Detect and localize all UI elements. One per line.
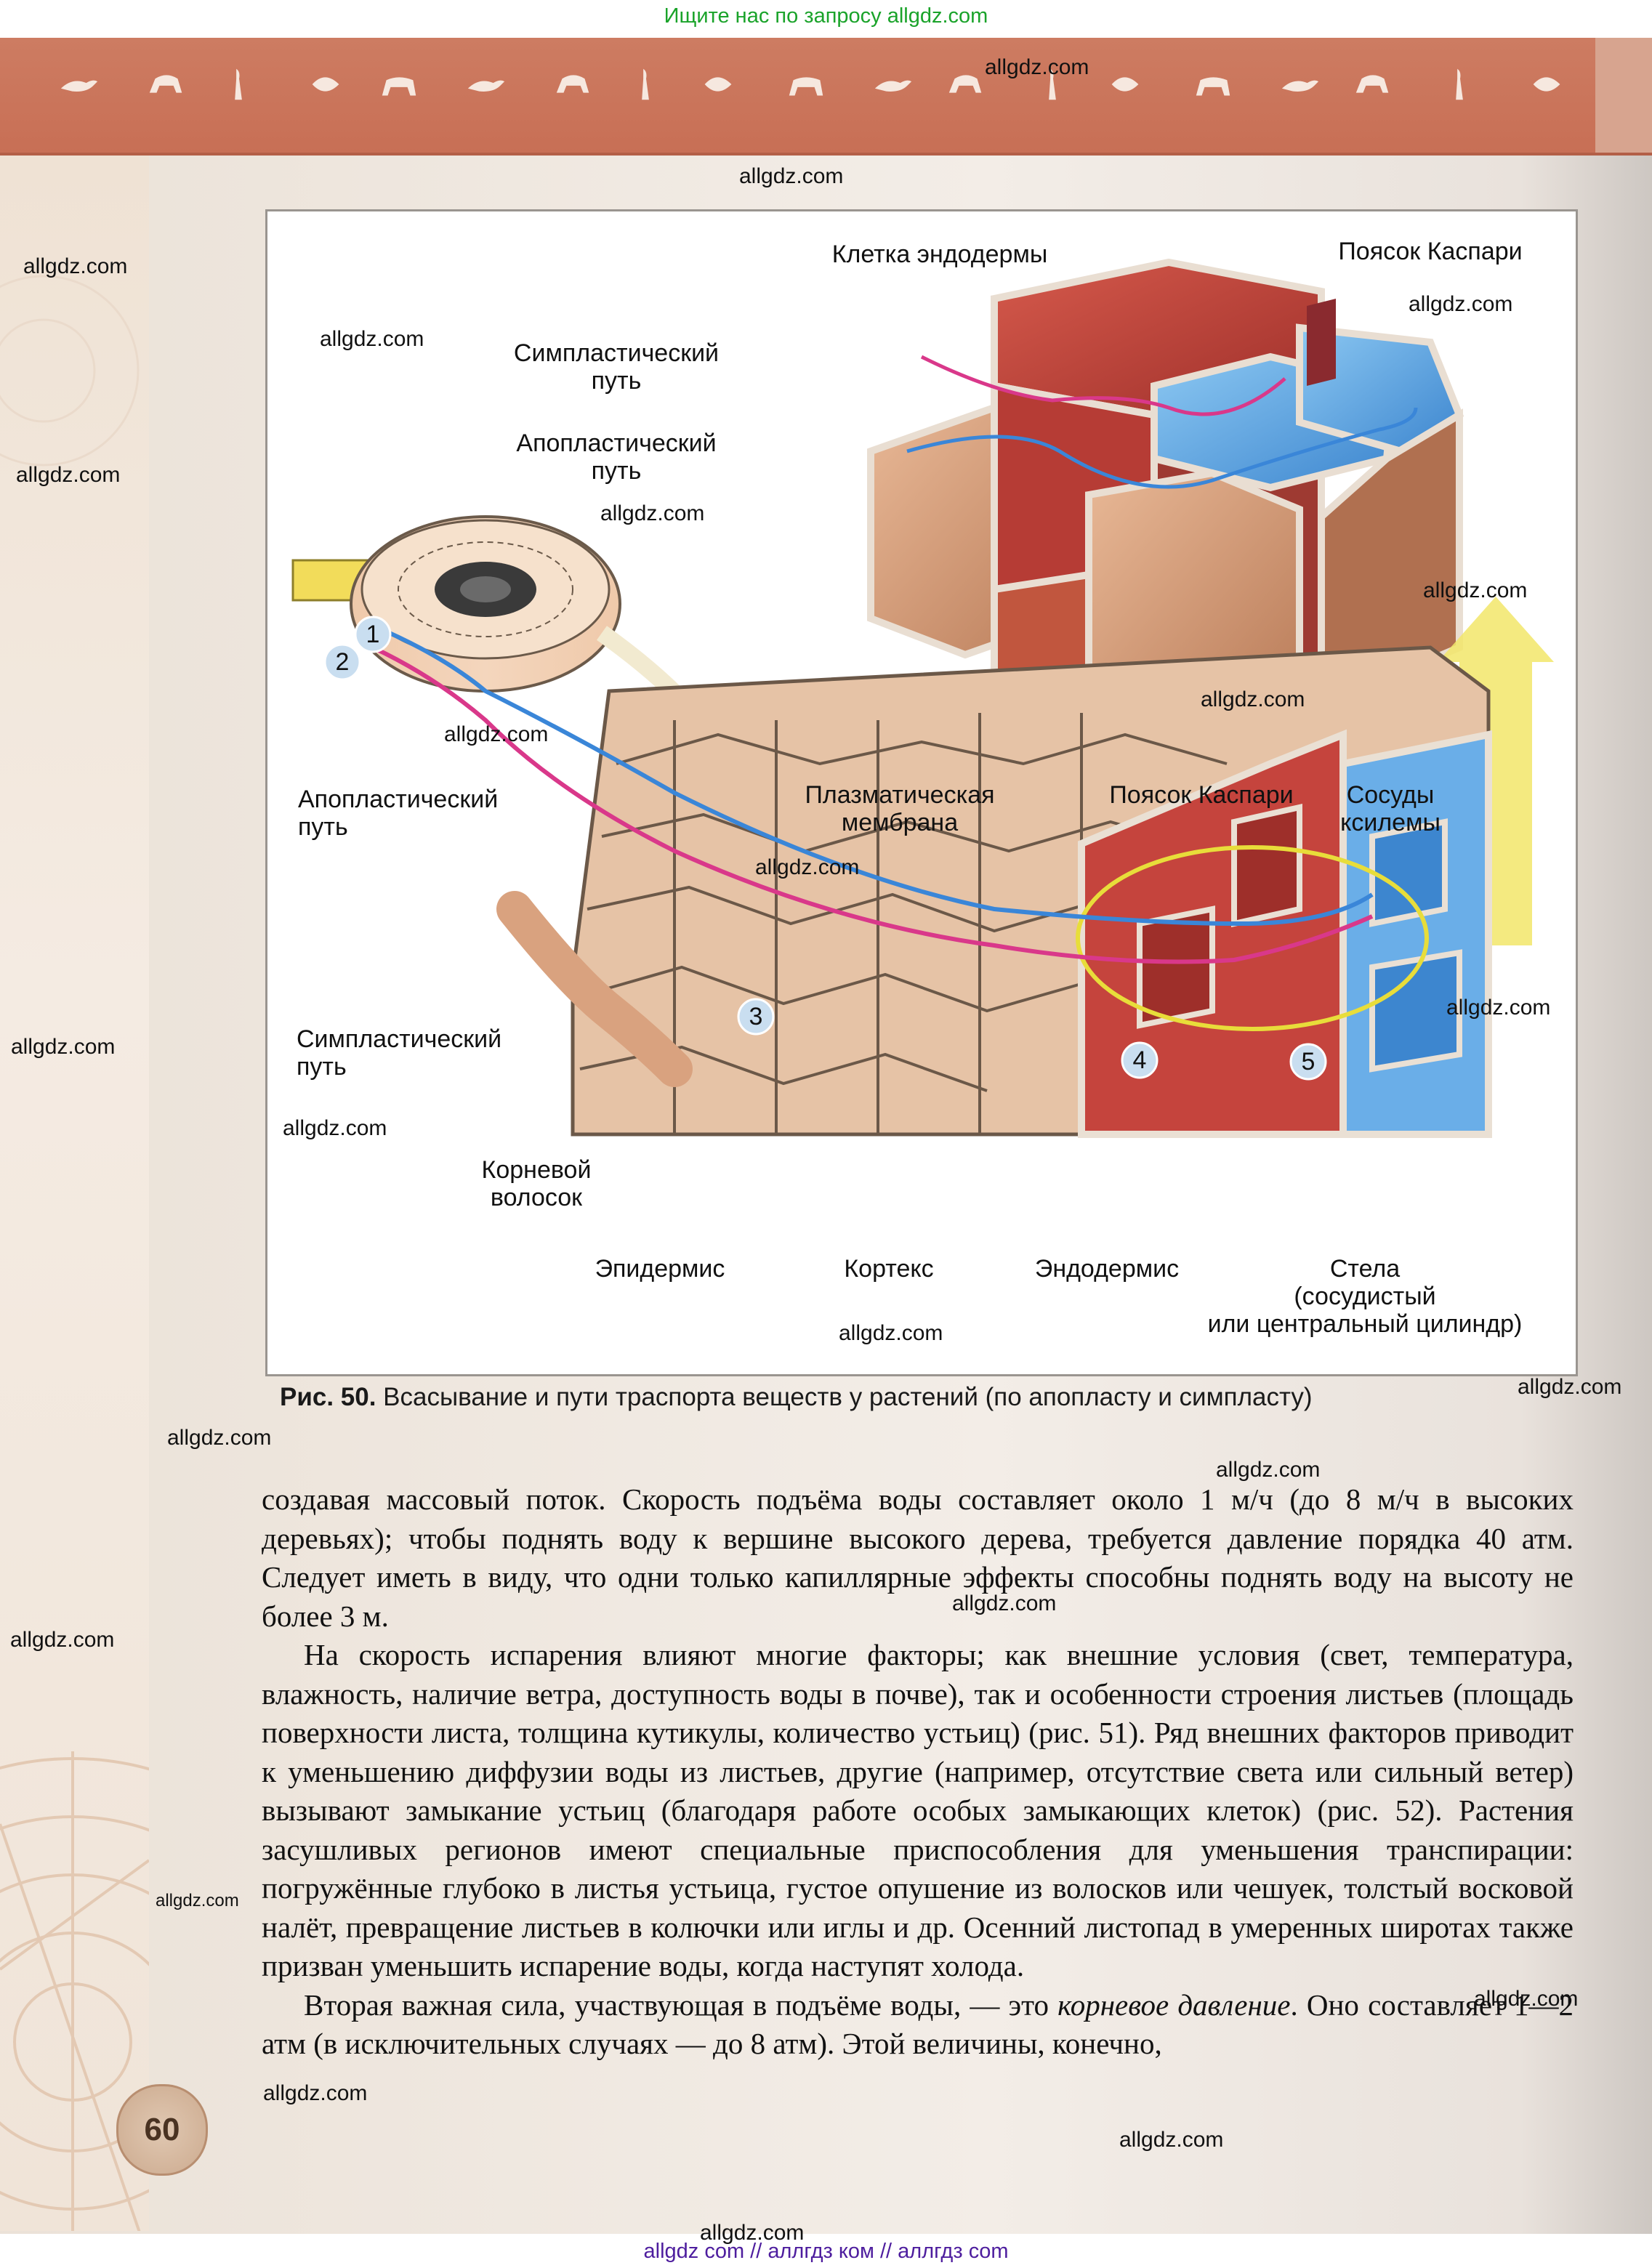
watermark: allgdz.com [1474, 1987, 1579, 2011]
caption-label: Рис. 50. [280, 1383, 376, 1411]
animal-silhouette-icon [1352, 64, 1394, 105]
caption-text: Всасывание и пути траспорта веществ у ра… [383, 1383, 1313, 1411]
animal-silhouette-icon [58, 64, 100, 105]
watermark: allgdz.com [952, 1591, 1057, 1615]
marker-4-label: 4 [1132, 1046, 1147, 1074]
animal-silhouette-icon [1105, 64, 1147, 105]
marker-3-label: 3 [749, 1003, 763, 1030]
watermark: allgdz.com [1119, 2128, 1224, 2152]
animal-silhouette-icon [1439, 64, 1481, 105]
watermark: allgdz.com [444, 722, 549, 746]
watermark: allgdz.com [23, 254, 128, 278]
watermark: allgdz.com [167, 1426, 272, 1450]
watermark: allgdz.com [263, 2081, 368, 2105]
watermark: allgdz.com [1446, 996, 1551, 1020]
top-search-banner: Ищите нас по запросу allgdz.com [664, 4, 988, 28]
watermark: allgdz.com [600, 501, 705, 525]
animal-silhouette-icon [625, 64, 667, 105]
watermark: allgdz.com [1518, 1375, 1622, 1399]
label-cortex: Кортекс [844, 1255, 934, 1283]
animal-silhouette-icon [1279, 64, 1321, 105]
animal-silhouette-icon [145, 64, 188, 105]
watermark: allgdz.com [1201, 687, 1305, 711]
watermark: allgdz.com [283, 1116, 387, 1140]
animal-silhouette-icon [378, 64, 420, 105]
bottom-banner: allgdz com // аллгдз ком // аллгдз com [643, 2240, 1009, 2263]
root-tissue-detail [371, 624, 1492, 1138]
header-banner-edge [1595, 38, 1652, 153]
animal-silhouette-icon [1032, 64, 1074, 105]
animal-silhouette-icon [945, 64, 987, 105]
label-endoderm-cell: Клетка эндодермы [831, 241, 1048, 268]
paragraph-2: На скорость испарения влияют многие факт… [262, 1638, 1574, 1982]
watermark: allgdz.com [10, 1628, 115, 1652]
page-number: 60 [116, 2084, 208, 2176]
figure-50: 1 2 3 4 5 Клетка эндодермы Поясок Каспар… [265, 209, 1578, 1376]
marker-4 [1121, 1041, 1159, 1079]
marker-1-label: 1 [366, 621, 380, 648]
marker-2 [323, 643, 361, 681]
figure-caption: Рис. 50. Всасывание и пути траспорта вещ… [280, 1383, 1588, 1412]
watermark: allgdz.com [839, 1321, 943, 1345]
animal-silhouette-icon [465, 64, 507, 105]
marker-1 [354, 616, 392, 653]
body-text: создавая массовый поток. Скорость подъём… [262, 1480, 1574, 2064]
marker-5 [1289, 1043, 1327, 1081]
watermark: allgdz.com [985, 55, 1089, 79]
term-root-pressure: корневое давление [1057, 1987, 1291, 2022]
watermark: allgdz.com [755, 855, 860, 879]
label-endodermis: Эндодермис [1034, 1255, 1180, 1283]
watermark: allgdz.com [1409, 292, 1513, 316]
label-casparian-top: Поясок Каспари [1338, 238, 1523, 265]
animal-silhouette-icon [785, 64, 827, 105]
animal-silhouette-icon [552, 64, 595, 105]
paragraph-3: Вторая важная сила, участвующая в подъём… [262, 1987, 1574, 2061]
marker-2-label: 2 [335, 648, 350, 676]
endoderm-cell-block [867, 258, 1464, 742]
watermark: allgdz.com [700, 2221, 805, 2245]
animal-silhouette-icon [698, 64, 740, 105]
watermark: allgdz.com [156, 1891, 239, 1910]
label-epidermis: Эпидермис [595, 1255, 725, 1283]
header-banner [0, 38, 1652, 156]
step-markers [323, 616, 1327, 1081]
animal-silhouette-icon [218, 64, 260, 105]
paragraph-1: создавая массовый поток. Скорость подъём… [262, 1482, 1574, 1633]
watermark: allgdz.com [320, 327, 424, 351]
watermark: allgdz.com [11, 1035, 116, 1059]
animal-silhouette-icon [305, 64, 347, 105]
root-transport-diagram [291, 258, 1554, 1138]
animal-silhouette-icon [1192, 64, 1234, 105]
watermark: allgdz.com [1423, 578, 1528, 602]
watermark: allgdz.com [1216, 1458, 1321, 1482]
animal-silhouette-icon [1526, 64, 1568, 105]
animal-silhouette-icon [872, 64, 914, 105]
watermark: allgdz.com [739, 164, 844, 188]
left-margin-decoration [0, 153, 358, 2268]
watermark: allgdz.com [16, 463, 121, 487]
marker-3 [737, 998, 775, 1036]
label-casparian-bottom: Поясок Каспари [1109, 781, 1294, 809]
marker-5-label: 5 [1301, 1048, 1315, 1076]
